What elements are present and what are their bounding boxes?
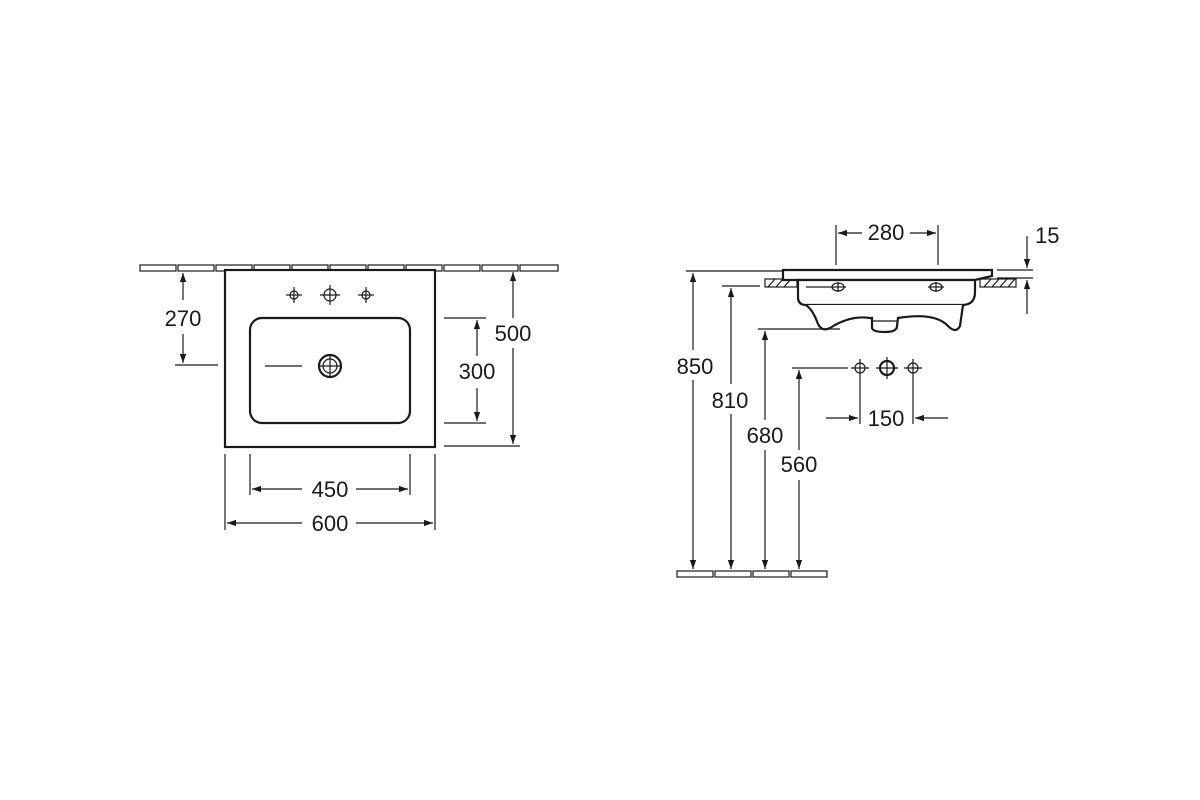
- dim-500: 500: [444, 272, 532, 447]
- dim-560: 560: [781, 367, 848, 569]
- dim-680-label: 680: [747, 423, 784, 448]
- side-floor-band: [676, 570, 828, 578]
- dim-270: 270: [165, 273, 218, 366]
- side-view: 280 15 850 810: [676, 220, 1059, 578]
- dim-280: 280: [835, 220, 939, 265]
- basin-profile: [781, 268, 994, 334]
- bowl-outline: [248, 316, 412, 425]
- dim-450-label: 450: [312, 477, 349, 502]
- dim-280-label: 280: [868, 220, 905, 245]
- dim-300: 300: [444, 317, 496, 424]
- dim-300-label: 300: [459, 359, 496, 384]
- dim-500-label: 500: [495, 321, 532, 346]
- drain-icon: [265, 353, 343, 379]
- plan-wall-band: [139, 264, 559, 272]
- dim-680: 680: [747, 328, 840, 569]
- dim-810: 810: [712, 285, 760, 569]
- overflow-hole-icon: [830, 282, 846, 292]
- dim-600-label: 600: [312, 511, 349, 536]
- dim-850: 850: [677, 270, 783, 569]
- dim-850-label: 850: [677, 354, 714, 379]
- tap-hole-center-icon: [320, 285, 340, 305]
- dim-450: 450: [249, 454, 411, 502]
- dim-270-label: 270: [165, 306, 202, 331]
- dim-600: 600: [224, 454, 436, 536]
- tap-center-icon: [876, 357, 898, 379]
- dim-150: 150: [826, 377, 948, 431]
- tap-hole-profile-icon: [928, 282, 944, 292]
- tap-left-icon: [851, 359, 869, 377]
- dim-150-label: 150: [868, 406, 905, 431]
- dim-15-label: 15: [1035, 223, 1059, 248]
- side-wall-right: [979, 278, 1017, 288]
- tap-right-icon: [904, 359, 922, 377]
- dim-810-label: 810: [712, 388, 749, 413]
- plan-view: 270 300 500 450: [139, 264, 559, 536]
- dim-560-label: 560: [781, 452, 818, 477]
- dim-15: 15: [997, 223, 1059, 314]
- tap-hole-right-icon: [358, 287, 374, 303]
- tap-hole-left-icon: [286, 287, 302, 303]
